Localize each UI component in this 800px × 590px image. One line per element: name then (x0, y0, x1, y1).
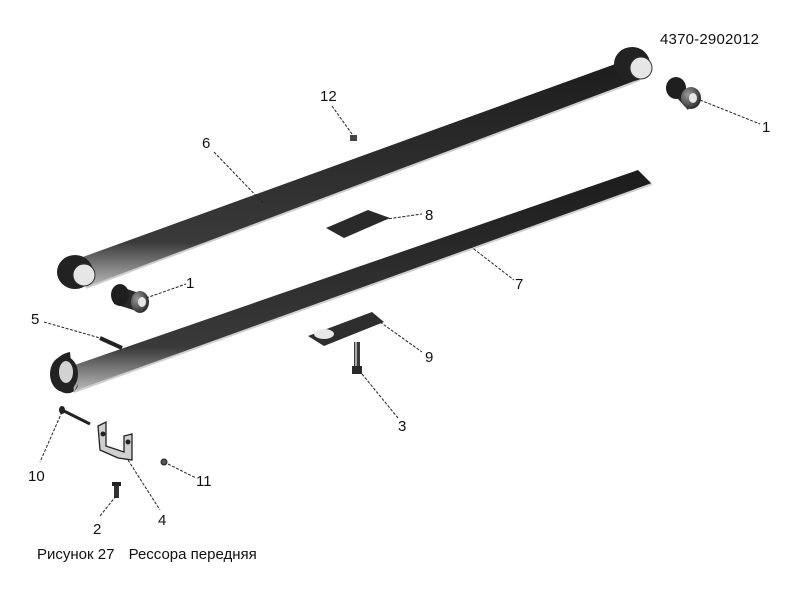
leader-1-right (699, 99, 761, 125)
small-bolt-2 (112, 482, 121, 498)
spring-leaf-6 (57, 47, 653, 289)
leader-1-left (145, 283, 187, 299)
center-bolt-3 (352, 342, 362, 374)
callout-8: 8 (425, 207, 433, 224)
leader-lines (39, 99, 761, 517)
callout-labels: 1 1 6 7 8 9 3 5 10 4 2 11 12 (28, 88, 770, 538)
leader-7 (469, 245, 515, 281)
leader-11 (167, 463, 197, 479)
callout-2: 2 (93, 521, 101, 538)
leader-6 (213, 151, 265, 205)
bushing-left (111, 284, 149, 313)
callout-9: 9 (425, 349, 433, 366)
callout-1-left: 1 (186, 275, 194, 292)
leader-10 (39, 411, 63, 463)
spacer-plate-8 (326, 210, 390, 238)
callout-3: 3 (398, 418, 406, 435)
figure-title: Рессора передняя (128, 546, 257, 563)
leaf-eye-left (57, 255, 96, 289)
clip-bracket-4 (97, 420, 133, 461)
spring-leaf-7 (50, 170, 653, 394)
nut-12 (350, 135, 357, 141)
callout-4: 4 (158, 512, 166, 529)
callout-6: 6 (202, 135, 210, 152)
callout-7: 7 (515, 276, 523, 293)
bushing-right (666, 77, 701, 110)
bolt-10 (59, 406, 91, 426)
callout-10: 10 (28, 468, 45, 485)
leader-2 (99, 495, 117, 517)
leaf-eye-lower (50, 352, 78, 394)
leader-4 (127, 459, 161, 511)
leaf-eye-right (614, 47, 653, 81)
callout-1-right: 1 (762, 119, 770, 136)
pin-5 (99, 336, 123, 350)
figure-caption: Рисунок 27 Рессора передняя (37, 546, 257, 563)
plate-with-hole-9 (308, 312, 384, 346)
callout-12: 12 (320, 88, 337, 105)
figure-label: Рисунок 27 (37, 546, 115, 563)
callout-5: 5 (31, 311, 39, 328)
leader-5 (43, 321, 101, 339)
leader-8 (379, 213, 423, 221)
leader-3 (361, 373, 399, 419)
leader-12 (331, 105, 353, 135)
leader-9 (379, 321, 423, 353)
part-number: 4370-2902012 (660, 31, 760, 48)
callout-11: 11 (196, 473, 212, 490)
nut-11 (160, 458, 168, 466)
